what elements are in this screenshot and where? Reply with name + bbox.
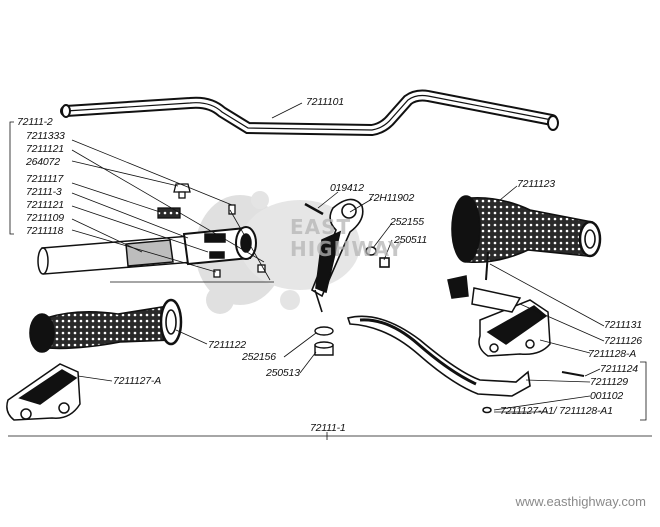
label-7211333: 7211333 [26,130,65,142]
right-clamp [447,251,585,377]
label-7211117: 7211117 [26,173,64,185]
label-7211122: 7211122 [208,339,246,351]
washer-and-nut [314,326,334,356]
label-001102: 001102 [590,390,624,402]
label-7211131: 7211131 [604,319,642,331]
label-7211127-A1-7211128-A1: 7211127-A1/ 7211128-A1 [500,405,613,417]
control-lever [346,315,531,414]
label-250513: 250513 [266,367,300,379]
label-252156: 252156 [242,351,276,363]
label-019412: 019412 [330,182,364,194]
label-72111-3: 72111-3 [26,186,62,198]
handlebar [60,89,559,137]
label-7211127-A: 7211127-A [113,375,162,387]
label-group-72111-2: 72111-2 [17,116,53,128]
label-7211121-b: 7211121 [26,199,64,211]
watermark: EAST HIGHWAY [290,216,404,260]
left-grip [29,298,183,353]
label-handlebar: 7211101 [306,96,344,108]
watermark-line: EAST [290,215,352,239]
watermark-line: HIGHWAY [290,237,404,261]
label-7211128-A: 7211128-A [588,348,637,360]
label-7211126: 7211126 [604,335,642,347]
leader-lines [8,102,652,440]
lever-mount [304,198,390,313]
label-252155: 252155 [390,216,424,228]
label-7211124: 7211124 [600,363,638,375]
label-7211129: 7211129 [590,376,628,388]
label-72H11902: 72H11902 [368,192,415,204]
label-7211123: 7211123 [517,178,555,190]
label-7211109: 7211109 [26,212,64,224]
label-250511: 250511 [394,234,428,246]
label-264072: 264072 [26,156,60,168]
right-grip [451,195,602,264]
footer-url: www.easthighway.com [515,494,646,509]
label-assembly-72111-1: 72111-1 [310,422,346,434]
left-clamp [6,363,81,421]
label-7211121: 7211121 [26,143,64,155]
label-7211118: 7211118 [26,225,64,237]
